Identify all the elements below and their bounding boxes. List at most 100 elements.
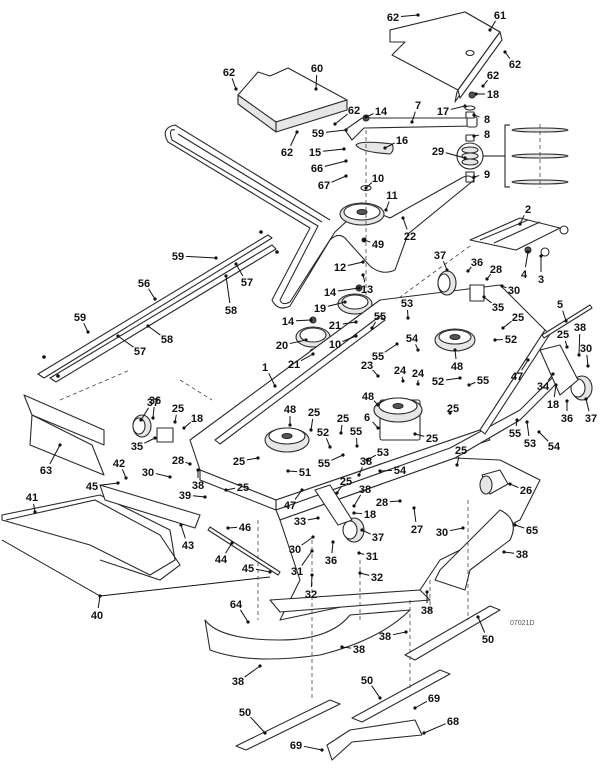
callout-4: 4 — [521, 250, 530, 281]
leader-line — [307, 517, 319, 521]
callout-42: 42 — [113, 458, 128, 480]
leader-line — [83, 322, 89, 333]
leader-line — [225, 275, 231, 304]
callout-number: 45 — [242, 563, 254, 575]
leader-dot — [58, 443, 62, 447]
callout-number: 24 — [412, 368, 425, 380]
leader-dot — [463, 104, 467, 108]
leader-dot — [182, 426, 186, 430]
callout-number: 38 — [421, 605, 433, 617]
callout-number: 13 — [361, 284, 373, 296]
leader-line — [384, 142, 395, 149]
callout-number: 62 — [223, 67, 235, 79]
callout-53: 53 — [365, 447, 389, 462]
callout-number: 14 — [324, 287, 337, 299]
leader-line — [384, 343, 398, 353]
callout-44: 44 — [215, 541, 234, 566]
callout-number: 52 — [505, 334, 517, 346]
leader-line — [389, 500, 401, 503]
leader-line — [586, 354, 589, 367]
callout-54: 54 — [537, 430, 561, 453]
leader-line — [301, 550, 313, 566]
leader-line — [423, 723, 446, 734]
leader-line — [445, 152, 466, 159]
leader-line — [524, 251, 529, 268]
callout-number: 17 — [437, 106, 449, 118]
callout-30: 30 — [500, 284, 520, 297]
callout-57: 57 — [234, 262, 253, 289]
callout-60: 60 — [311, 63, 323, 91]
callout-25: 25 — [557, 329, 569, 349]
callout-31: 31 — [291, 549, 314, 578]
leader-dot — [340, 645, 344, 649]
callout-17: 17 — [437, 104, 467, 118]
callout-number: 45 — [86, 481, 98, 493]
callout-number: 3 — [538, 274, 544, 286]
leader-line — [331, 541, 334, 554]
leader-dot — [482, 295, 486, 299]
callout-35: 35 — [482, 295, 504, 314]
leader-dot — [295, 130, 299, 134]
leader-dot — [586, 364, 590, 368]
callout-number: 40 — [91, 610, 103, 622]
leader-line — [449, 527, 464, 532]
baffle-64 — [204, 609, 411, 660]
callout-number: 18 — [547, 399, 559, 411]
leader-dot — [539, 254, 543, 258]
callout-number: 58 — [161, 334, 173, 346]
drive-belt-22 — [164, 124, 475, 309]
spindle-pulley-48-right — [434, 328, 476, 352]
leader-line — [244, 665, 261, 678]
leader-line — [240, 609, 249, 623]
callout-number: 46 — [239, 522, 251, 534]
leader-dot — [196, 468, 200, 472]
callout-number: 7 — [415, 100, 421, 112]
leader-dot — [413, 432, 417, 436]
callout-number: 62 — [509, 59, 521, 71]
callout-number: 36 — [149, 395, 161, 407]
leader-dot — [564, 319, 568, 323]
callout-number: 25 — [337, 413, 349, 425]
callout-number: 30 — [289, 544, 301, 556]
baffle-rods — [37, 230, 279, 383]
callout-number: 31 — [366, 551, 378, 563]
callout-25: 25 — [413, 432, 438, 445]
leader-line — [489, 20, 496, 31]
leader-line — [301, 536, 314, 546]
leader-dot — [518, 222, 522, 226]
leader-dot — [378, 696, 382, 700]
baffle-65 — [434, 509, 514, 591]
leader-line — [310, 418, 314, 431]
callout-21: 21 — [329, 320, 358, 332]
leader-line — [246, 457, 259, 461]
callout-number: 58 — [225, 305, 237, 317]
callout-65: 65 — [513, 523, 538, 537]
callout-56: 56 — [138, 278, 157, 301]
callout-number: 28 — [172, 455, 184, 467]
leader-line — [585, 398, 590, 412]
leader-dot — [466, 269, 470, 273]
callout-number: 55 — [350, 426, 362, 438]
callout-number: 8 — [484, 129, 490, 141]
leader-dot — [352, 511, 356, 515]
callout-33: 33 — [294, 516, 320, 528]
callout-35: 35 — [131, 436, 157, 453]
callout-number: 37 — [372, 532, 384, 544]
leader-dot — [476, 615, 480, 619]
callout-20: 20 — [276, 338, 308, 352]
callout-30: 30 — [289, 535, 315, 556]
callout-52: 52 — [493, 334, 517, 346]
callout-number: 48 — [451, 361, 463, 373]
callout-32: 32 — [305, 573, 317, 601]
callout-number: 55 — [374, 311, 386, 323]
callout-number: 55 — [509, 428, 521, 440]
leader-line — [347, 261, 364, 267]
leader-line — [325, 129, 347, 133]
callout-23: 23 — [361, 360, 380, 378]
callout-number: 28 — [490, 264, 502, 276]
callout-number: 44 — [215, 554, 228, 566]
callout-number: 56 — [138, 278, 150, 290]
leader-line — [503, 551, 515, 554]
callout-number: 10 — [329, 339, 341, 351]
callout-number: 59 — [312, 128, 324, 140]
